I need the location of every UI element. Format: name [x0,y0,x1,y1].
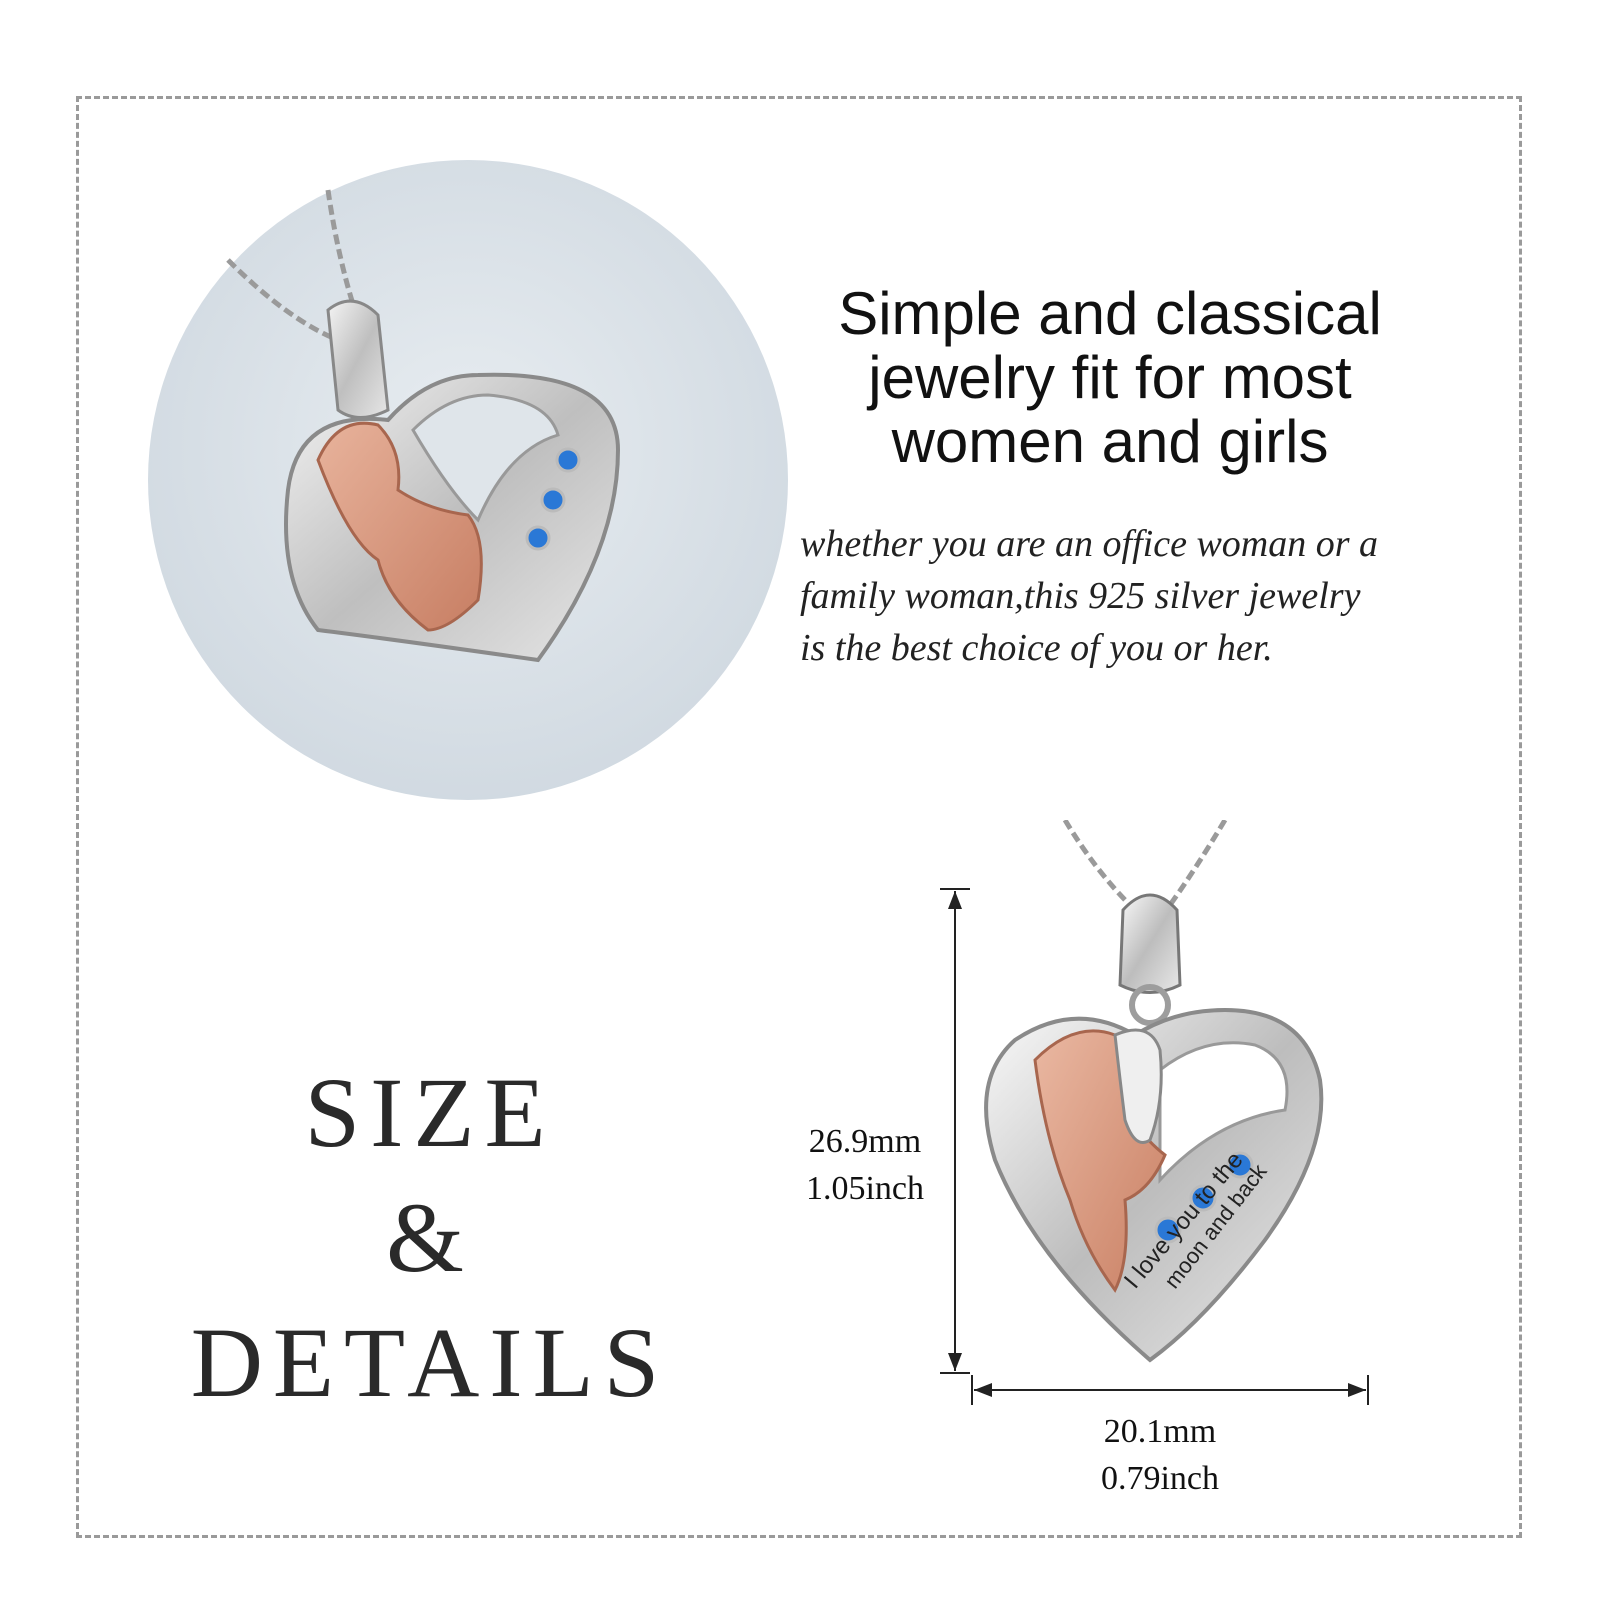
description-line: family woman,this 925 silver jewelry [800,575,1361,617]
blue-stone [555,447,581,473]
description-line: whether you are an office woman or a [800,523,1379,565]
blue-stone [525,525,551,551]
chain-left [226,258,339,343]
description-line: is the best choice of you or her. [800,627,1273,669]
pendant-bail [1118,893,1182,994]
blue-stone [1154,1216,1182,1244]
headline-line: jewelry fit for most [868,344,1352,411]
chain-right [1167,820,1228,907]
height-dimension-label: 26.9mm 1.05inch [770,1118,960,1212]
size-title-line: & [386,1182,474,1293]
horse-head [1113,1028,1163,1144]
size-details-title: SIZE & DETAILS [150,1050,710,1425]
description: whether you are an office woman or a fam… [800,518,1500,674]
width-dimension-label: 20.1mm 0.79inch [1060,1408,1260,1502]
height-mm: 26.9mm [808,1123,922,1160]
size-title-line: DETAILS [190,1307,670,1418]
heart-inner-cutout [1158,1041,1289,1184]
height-dimension-line [940,888,970,1374]
rose-gold-girl-figure [316,421,483,632]
headline-line: women and girls [891,408,1329,475]
width-inch: 0.79inch [1100,1460,1220,1497]
headline-line: Simple and classical [838,280,1382,347]
width-mm: 20.1mm [1103,1413,1217,1450]
product-photo [148,160,788,800]
headline: Simple and classical jewelry fit for mos… [770,282,1450,474]
chain-left [1062,820,1132,907]
height-inch: 1.05inch [805,1170,925,1207]
heart-inner-cutout [411,393,560,523]
size-title-line: SIZE [304,1057,556,1168]
pendant-front-view: I love you to the moon and back [984,820,1324,1363]
pendant-bail [326,299,390,419]
dashed-frame [76,96,1522,1538]
jump-ring [1129,984,1171,1026]
chain-right [325,189,361,321]
width-dimension-line [971,1375,1369,1405]
blue-stone [1226,1151,1254,1179]
blue-stone [1189,1184,1217,1212]
blue-stone [540,487,566,513]
